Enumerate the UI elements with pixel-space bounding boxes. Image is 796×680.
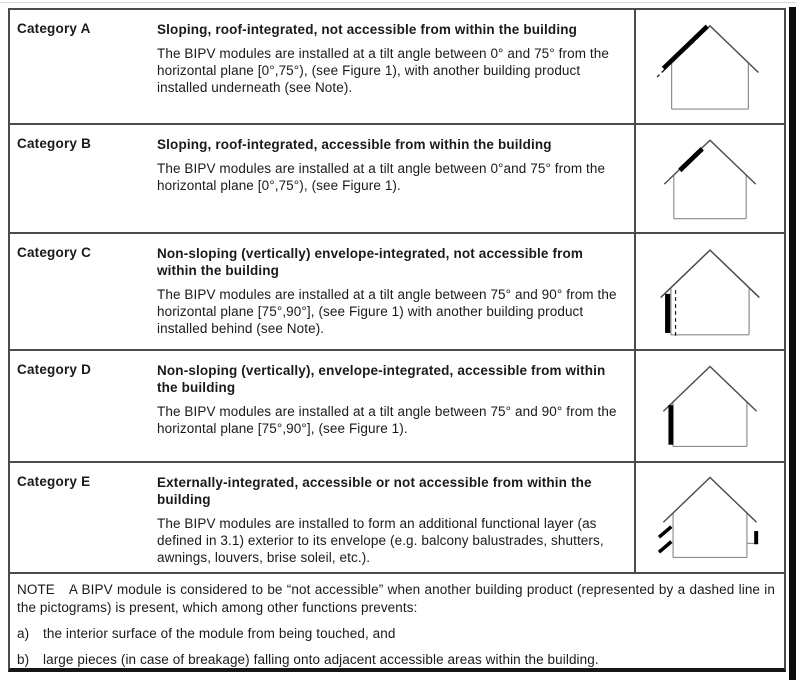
house-external-louvers-and-balcony-module-icon [657, 476, 759, 559]
table-row-category-e: Category E Externally-integrated, access… [10, 462, 784, 574]
category-label: Category D [17, 362, 92, 378]
note-item-marker: b) [17, 652, 30, 667]
category-text-cell: Non-sloping (vertically) envelope-integr… [157, 234, 634, 349]
category-title: Non-sloping (vertically), envelope-integ… [157, 363, 606, 396]
note-item-b: b) large pieces (in case of breakage) fa… [17, 651, 775, 668]
category-description: The BIPV modules are installed to form a… [157, 515, 604, 565]
category-title: Sloping, roof-integrated, not accessible… [157, 22, 578, 37]
category-text-cell: Sloping, roof-integrated, not accessible… [157, 10, 634, 123]
category-title: Externally-integrated, accessible or not… [157, 474, 592, 507]
category-label: Category A [17, 21, 91, 36]
note-label: NOTE [17, 582, 55, 597]
category-label: Category B [17, 136, 92, 152]
table-row-category-c: Category C Non-sloping (vertically) enve… [10, 233, 784, 352]
category-description: The BIPV modules are installed at a tilt… [157, 286, 617, 336]
note-item-marker: a) [17, 626, 30, 641]
pictogram-cell [634, 351, 784, 461]
scan-edge-right [789, 7, 796, 680]
table-row-category-d: Category D Non-sloping (vertically), env… [10, 351, 784, 463]
note-item-a: a) the interior surface of the module fr… [17, 625, 775, 642]
house-vertical-wall-module-icon [662, 365, 758, 447]
pictogram-cell [634, 10, 784, 124]
house-vertical-wall-module-with-dashed-backing-icon [660, 248, 760, 336]
table-row-category-a: Category A Sloping, roof-integrated, not… [10, 10, 784, 126]
table-row-category-b: Category B Sloping, roof-integrated, acc… [10, 125, 784, 234]
pictogram-cell [634, 125, 784, 232]
category-description: The BIPV modules are installed at a tilt… [157, 161, 606, 194]
category-label: Category C [17, 244, 92, 260]
category-text-cell: Sloping, roof-integrated, accessible fro… [157, 125, 634, 231]
category-title: Non-sloping (vertically) envelope-integr… [157, 245, 584, 278]
bipv-category-table: Category A Sloping, roof-integrated, not… [8, 8, 786, 672]
category-text-cell: Externally-integrated, accessible or not… [157, 463, 634, 572]
category-title: Sloping, roof-integrated, accessible fro… [157, 137, 552, 153]
category-description: The BIPV modules are installed at a tilt… [157, 404, 617, 437]
note-item-text: the interior surface of the module from … [43, 626, 396, 641]
category-label: Category E [17, 473, 91, 489]
house-sloped-roof-module-with-dashed-underlay-icon [656, 24, 759, 110]
note-item-text: large pieces (in case of breakage) falli… [43, 652, 599, 667]
pictogram-cell [634, 462, 784, 572]
scan-edge-top [0, 2, 796, 3]
pictogram-cell [634, 233, 784, 350]
category-text-cell: Non-sloping (vertically), envelope-integ… [157, 351, 634, 460]
category-description: The BIPV modules are installed at a tilt… [157, 46, 609, 95]
house-sloped-roof-module-icon [663, 138, 757, 219]
note-text: A BIPV module is considered to be “not a… [17, 582, 775, 615]
